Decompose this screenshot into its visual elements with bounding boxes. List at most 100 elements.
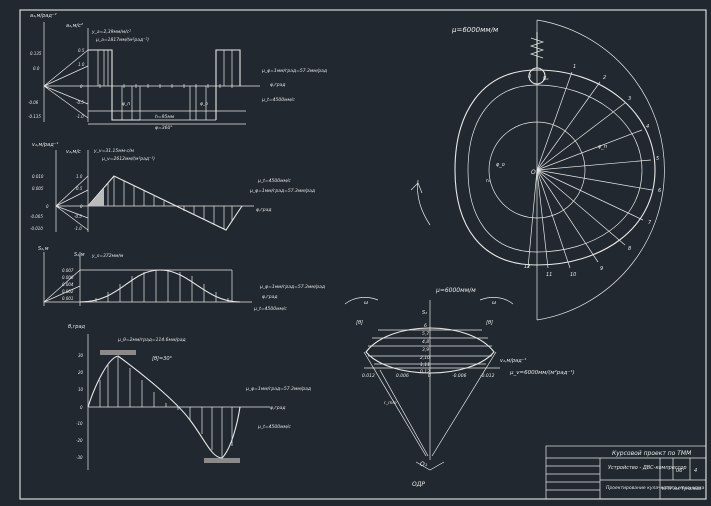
- accel-tick-right-0: 0.5: [78, 48, 85, 53]
- phase-curve: [365, 327, 495, 374]
- theta-limit-bar-bottom: [204, 458, 240, 463]
- accel-hatch-3: [140, 86, 217, 121]
- theta-tick-3: 0: [80, 405, 83, 410]
- accel-hatch-4: [223, 50, 233, 86]
- accel-phi-axis: φ,град: [270, 83, 286, 88]
- theta-tick-0: 30: [78, 353, 84, 358]
- theta-ylabel: θ,град: [68, 324, 86, 330]
- phase-omega-left: ω: [364, 300, 368, 306]
- theta-tick-1: 20: [78, 370, 84, 375]
- vel-tick-right-0: 1.0: [76, 174, 83, 179]
- theta-tick-4: -10: [76, 421, 83, 426]
- disp-label-s: y_s=372мм/м: [91, 253, 124, 259]
- vel-ticks-left: 0.010 0.005 0 -0.005 -0.010: [30, 174, 49, 231]
- phase-rmin: r_min: [384, 400, 397, 406]
- theta-label-limit: [θ]=30°: [152, 356, 173, 362]
- cam-num-8: 8: [628, 246, 631, 252]
- vel-tick-right-4: -1.0: [74, 226, 82, 231]
- disp-ylabel2: S₂,м: [74, 252, 85, 258]
- cam-base-circle: [488, 121, 586, 219]
- phase-row-3: 3,9: [422, 347, 429, 353]
- disp-projection-lines: [43, 269, 81, 303]
- accel-ticks-left: 0.135 0.0 -0.06 -0.135: [28, 51, 42, 119]
- accel-mu-phi: μ_φ=1мм/град=57.3мм/рад: [261, 68, 327, 74]
- phase-y-label: S₂: [422, 310, 427, 316]
- vel-ticks-right: 1.0 0.5 0 -0.5 -1.0: [74, 174, 83, 231]
- accel-hatch-2: [111, 86, 141, 120]
- phase-x-tick-3: -0.006: [452, 373, 467, 379]
- vel-projection-lines: [55, 175, 89, 231]
- phase-x-tick-0: 0.012: [362, 373, 375, 379]
- vel-tick-left-4: -0.010: [30, 226, 43, 231]
- phase-row-0: 0,12: [420, 369, 430, 375]
- cam-radial-lines: [527, 71, 653, 269]
- accel-tick-left-1: 0.0: [33, 66, 40, 71]
- disp-mu-t: μ_t=4500мм/с: [253, 306, 287, 312]
- accel-tick-left-0: 0.135: [30, 51, 42, 56]
- title-block-frame: [545, 445, 707, 500]
- disp-tick-4: 0.001: [62, 296, 73, 301]
- cam-num-2: 2: [603, 75, 606, 81]
- accel-phi-p: φ_п: [122, 102, 130, 107]
- phase-row-5: 5,7: [422, 331, 429, 337]
- cam-spring-icon: [529, 37, 545, 59]
- phase-x-label: v₂,м/рад⁻¹: [500, 358, 526, 364]
- disp-ylabel1: S₂,м: [38, 246, 49, 252]
- theta-tick-5: -20: [76, 438, 83, 443]
- vel-tick-right-1: 0.5: [76, 186, 83, 191]
- vel-tick-left-1: 0.005: [32, 186, 44, 191]
- vel-curve: [87, 175, 243, 231]
- displacement-graph: S₂,м S₂,м y_s=372мм/м μ_φ=1мм/град=57.3м…: [38, 246, 325, 312]
- theta-mu-phi: μ_φ=1мм/град=57.3мм/рад: [245, 386, 311, 392]
- cam-num-3: 3: [628, 96, 631, 102]
- phase-left-theta: [θ]: [356, 320, 363, 326]
- cam-num-9: 9: [600, 266, 603, 272]
- cam-inner-outline: [467, 84, 643, 253]
- vel-label-v: y_v=31.15мм·с/м: [93, 148, 134, 154]
- cam-scale: μ=6000мм/м: [451, 26, 499, 34]
- accel-tick-right-2: 0: [80, 84, 83, 89]
- accel-tick-left-3: -0.135: [28, 114, 41, 119]
- vel-shaded-triangle: [88, 188, 104, 206]
- disp-tick-0: 0.007: [62, 268, 74, 273]
- cam-point-numbers: 1 2 3 4 5 6 7 8 9 10 11 12 0: [524, 64, 661, 278]
- title-org: КГТУ им. Туполева: [662, 486, 702, 491]
- pressure-angle-graph: θ,град μ_θ=2мм/град=114.6мм/рад [θ]=30° …: [68, 324, 311, 470]
- vel-phi-axis: φ,град: [256, 208, 272, 213]
- disp-tick-1: 0.006: [62, 275, 74, 280]
- phase-diagram: μ=6000мм/м S₂ v₂,м/рад⁻¹ μ_v=6000мм/(м²р…: [344, 287, 575, 488]
- cam-rotation-arrowhead: [410, 182, 423, 194]
- cam-num-10: 10: [570, 272, 576, 278]
- cam-num-1: 1: [573, 64, 576, 70]
- acceleration-graph: a₂,м/рад⁻² a₂,м/с² y_a=2,39мм/м/с² μ_a=1…: [28, 13, 327, 131]
- accel-tick-right-1: 1.0: [78, 62, 85, 67]
- cam-num-7: 7: [648, 220, 652, 226]
- phase-omega-right: ω: [492, 300, 496, 306]
- title-sheet-title: Проектирование кулачкового механизма: [606, 485, 704, 491]
- velocity-graph: v₂,м/рад⁻¹ v₂,м/с y_v=31.15мм·с/м μ_v=26…: [30, 142, 315, 232]
- title-sheet: 06: [676, 468, 682, 474]
- cam-num-5: 5: [656, 156, 659, 162]
- cam-phi-p: φ_п: [598, 144, 608, 150]
- phase-right-theta: [θ]: [486, 320, 493, 326]
- accel-tick-right-3: -0.5: [76, 100, 84, 105]
- vel-ylabel2: v₂,м/с: [66, 149, 81, 155]
- theta-hatch: [99, 357, 233, 458]
- vel-tick-left-0: 0.010: [32, 174, 44, 179]
- accel-tick-right-4: -1.0: [76, 114, 84, 119]
- theta-tick-2: 10: [78, 387, 84, 392]
- cam-b0-label: B₀: [543, 76, 548, 82]
- vel-tick-right-3: -0.5: [74, 214, 82, 219]
- accel-tick-left-2: -0.06: [28, 100, 39, 105]
- phase-row-6: 6: [424, 323, 427, 329]
- vel-label-mv: μ_v=2612мм/(м²рад⁻¹): [101, 156, 155, 162]
- accel-label-a: y_a=2,39мм/м/с²: [91, 29, 131, 35]
- accel-projection-lines: [43, 49, 89, 119]
- accel-ticks-right: 0.5 1.0 0 -0.5 -1.0: [76, 48, 85, 119]
- cam-r0: r₀: [486, 178, 490, 184]
- disp-phi-axis: φ,град: [262, 295, 278, 300]
- accel-x-ticks: [99, 84, 233, 88]
- title-block: Курсовой проект по ТММ Устройство - ДВС-…: [545, 445, 707, 500]
- accel-label-ma: μ_a=1817мм/(м²рад⁻²): [95, 37, 149, 43]
- phase-x-tick-2: 0: [428, 373, 431, 379]
